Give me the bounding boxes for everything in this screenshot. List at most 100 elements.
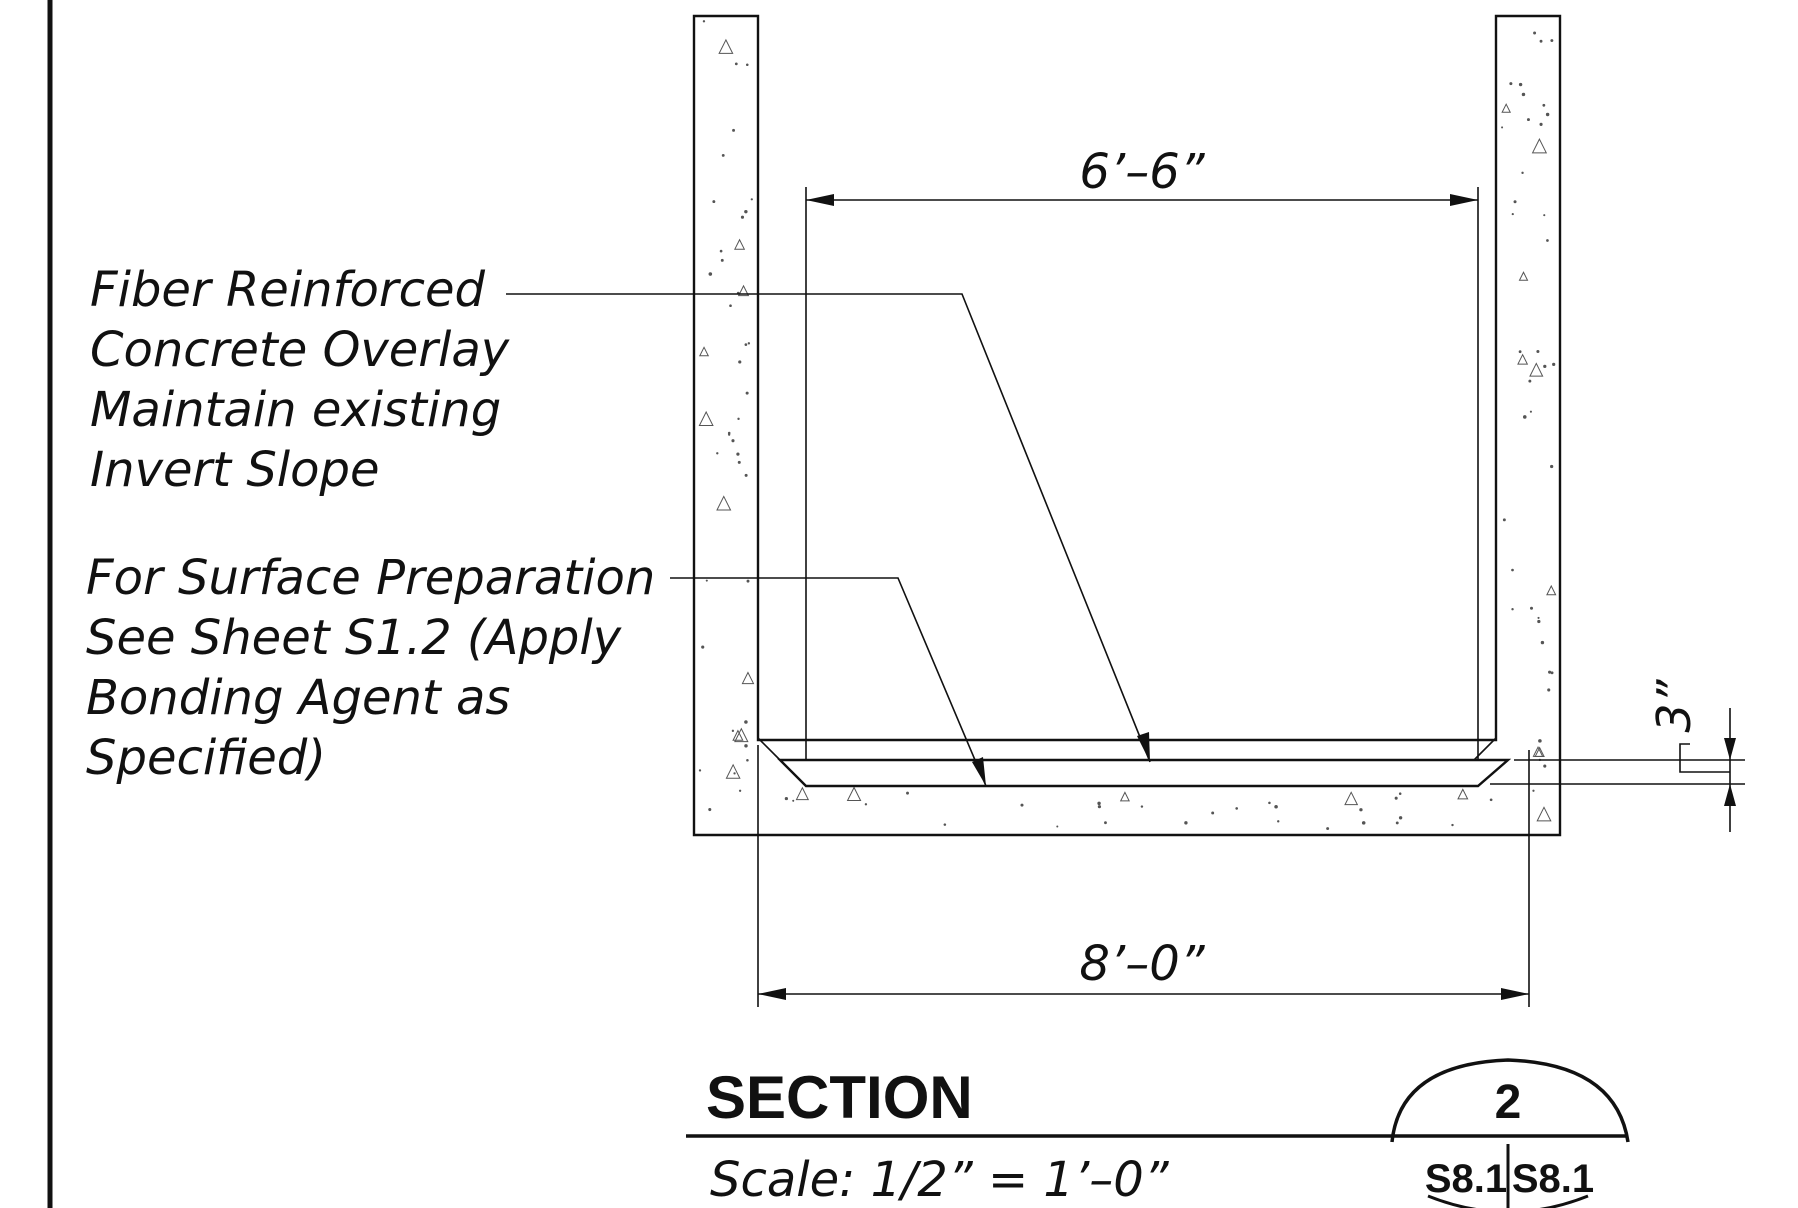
callout-overlay-line1: Fiber Reinforced	[90, 262, 486, 318]
aggregate-dot	[720, 258, 724, 262]
aggregate-dot	[864, 803, 868, 806]
dimension-leader	[1679, 743, 1730, 773]
aggregate-dot	[1537, 616, 1540, 620]
aggregate-dot	[1550, 671, 1554, 675]
aggregate-dot	[708, 807, 712, 812]
callout-overlay-line4: Invert Slope	[90, 442, 380, 498]
aggregate-dot	[943, 823, 947, 826]
leader-line-prep	[670, 577, 987, 787]
aggregate-dot	[1518, 82, 1523, 87]
aggregate-dot	[719, 249, 723, 253]
aggregate-dot	[744, 343, 748, 346]
callout-prep-line1: For Surface Preparation	[86, 550, 655, 606]
aggregate-dot	[721, 153, 725, 157]
aggregate-dot	[750, 198, 753, 201]
concrete-overlay	[757, 737, 1512, 788]
aggregate-dot	[698, 769, 702, 772]
aggregate-triangle	[1457, 788, 1469, 800]
aggregate-triangle	[1119, 791, 1130, 802]
aggregate-dot	[745, 63, 749, 67]
aggregate-dot	[716, 452, 719, 455]
culvert-outline	[692, 14, 1562, 837]
aggregate-dot	[1020, 803, 1024, 807]
aggregate-dot	[746, 759, 749, 762]
callout-overlay-line3: Maintain existing	[90, 382, 501, 438]
aggregate-dot	[712, 200, 716, 204]
aggregate-dot	[1532, 789, 1535, 792]
aggregate-triangle	[734, 727, 749, 743]
section-title: SECTION	[706, 1064, 973, 1131]
aggregate-triangle	[716, 495, 732, 511]
aggregate-dot	[1543, 764, 1547, 768]
aggregate-dot	[745, 391, 749, 395]
overlay-chamfer-left	[757, 737, 781, 761]
aggregate-dot	[1056, 825, 1059, 828]
aggregate-triangle	[1529, 362, 1544, 377]
aggregate-dot	[1522, 415, 1527, 419]
aggregate-dot	[701, 645, 705, 649]
aggregate-dot	[740, 215, 745, 219]
aggregate-dot	[734, 62, 738, 66]
aggregate-dot	[736, 452, 740, 456]
aggregate-dot	[1552, 362, 1556, 367]
aggregate-dot	[784, 796, 788, 801]
sheet-ref-left: S8.1	[1425, 1157, 1507, 1201]
aggregate-triangle	[1517, 353, 1529, 365]
arrowhead	[1724, 784, 1736, 806]
aggregate-triangle	[732, 729, 744, 741]
aggregate-dot	[1361, 821, 1366, 825]
aggregate-triangle	[725, 763, 741, 779]
aggregate-dot	[1543, 364, 1547, 368]
aggregate-dot	[1529, 410, 1532, 413]
aggregate-dot	[1097, 801, 1101, 806]
aggregate-dot	[747, 342, 751, 345]
aggregate-triangle	[734, 238, 746, 250]
aggregate-dot	[1521, 171, 1524, 175]
aggregate-dot	[1537, 619, 1541, 624]
aggregate-dot	[1513, 200, 1517, 204]
aggregate-dot	[1526, 118, 1530, 122]
aggregate-dot	[1511, 213, 1514, 216]
aggregate-dot	[1539, 122, 1543, 126]
aggregate-dot	[1184, 821, 1188, 825]
arrowhead	[1501, 988, 1529, 1000]
aggregate-dot	[1539, 39, 1543, 43]
detail-bubble-top	[1390, 1058, 1630, 1143]
aggregate-triangle	[1546, 584, 1557, 596]
leader-arrowhead	[1137, 732, 1150, 762]
leader-line-overlay	[506, 293, 1151, 763]
aggregate-dot	[1394, 796, 1398, 800]
aggregate-dot	[1274, 804, 1278, 809]
aggregate-dot	[1451, 823, 1454, 827]
aggregate-dot	[1550, 464, 1554, 469]
aggregate-dot	[1548, 670, 1552, 674]
aggregate-dot	[702, 20, 706, 23]
aggregate-triangle	[737, 284, 750, 297]
callout-prep-line4: Specified)	[86, 730, 326, 786]
aggregate-dot	[1540, 640, 1545, 645]
aggregate-triangle	[1344, 791, 1359, 806]
aggregate-dot	[708, 272, 713, 276]
aggregate-dot	[1395, 821, 1399, 825]
callout-prep-line2: See Sheet S1.2 (Apply	[86, 610, 622, 666]
overlay-outline	[777, 758, 1512, 788]
arrowhead	[758, 988, 786, 1000]
sheet-ref-right: S8.1	[1512, 1157, 1594, 1201]
callout-prep-line3: Bonding Agent as	[86, 670, 510, 726]
aggregate-dot	[732, 128, 735, 132]
aggregate-triangle	[741, 671, 755, 685]
aggregate-dot	[705, 579, 708, 582]
aggregate-triangle	[846, 786, 862, 801]
aggregate-dot	[906, 791, 909, 795]
aggregate-triangle	[795, 786, 810, 801]
aggregate-dot	[1359, 808, 1363, 812]
aggregate-dot	[1268, 801, 1271, 805]
aggregate-dot	[1326, 827, 1330, 831]
aggregate-triangle	[1536, 806, 1552, 822]
aggregate-dot	[744, 744, 748, 748]
aggregate-dot	[1518, 350, 1522, 354]
aggregate-triangle	[1518, 271, 1529, 281]
arrowhead	[806, 194, 834, 206]
aggregate-dot	[727, 431, 731, 435]
